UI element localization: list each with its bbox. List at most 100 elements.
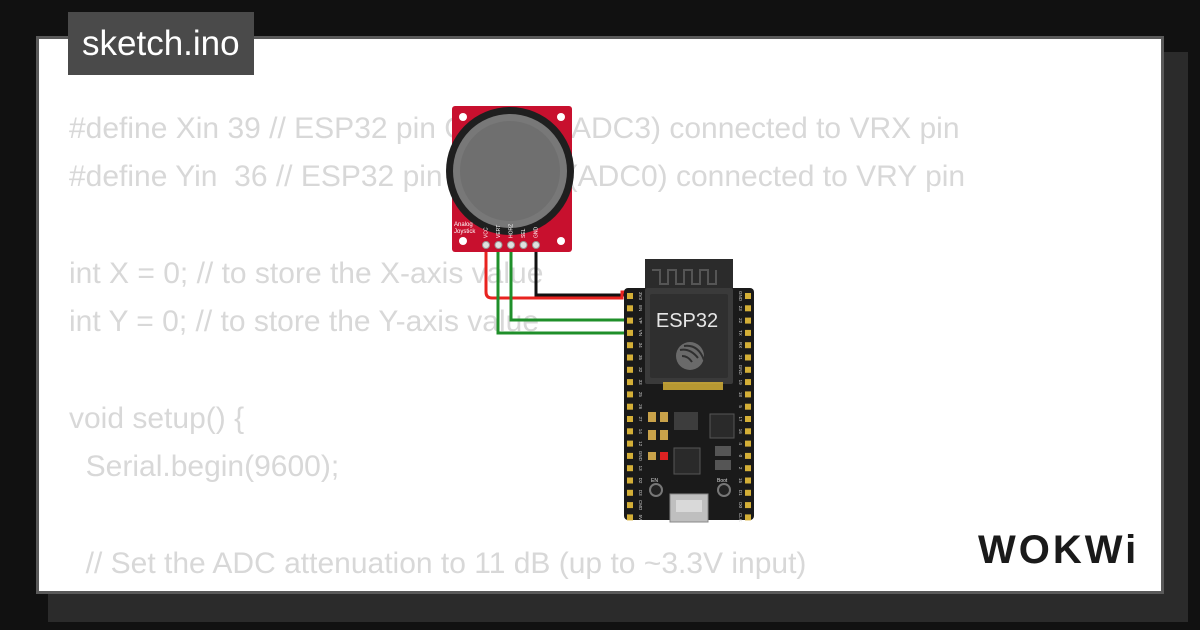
smd-component [715, 446, 731, 456]
esp32-pin-gnd[interactable] [745, 366, 751, 373]
esp32-pin-label: 5V [638, 515, 643, 521]
esp32-pin-tx[interactable] [745, 329, 751, 336]
esp32-pin-label: 17 [738, 416, 743, 422]
esp32-pin-label: EN [638, 305, 643, 311]
esp32-pin-label: 34 [638, 343, 643, 349]
esp32-pin-cmd[interactable] [627, 502, 633, 509]
esp32-pin-label: 18 [738, 392, 743, 398]
wire-gnd[interactable] [534, 245, 637, 297]
joystick-label-1: Analog [454, 222, 473, 228]
esp32-pin-13[interactable] [627, 465, 633, 472]
esp32-pin-clk[interactable] [745, 514, 751, 521]
esp32-pin-label: 19 [738, 380, 743, 386]
esp32-pin-25[interactable] [627, 391, 633, 398]
wire-vcc[interactable] [484, 245, 637, 300]
esp32-pin-23[interactable] [745, 305, 751, 312]
esp32-pin-label: VN [638, 330, 643, 336]
joystick-pin-vert[interactable] [494, 241, 503, 249]
boot-button-label: Boot [717, 478, 728, 484]
esp32-pin-label: 13 [638, 466, 643, 472]
sketch-filename-tab[interactable]: sketch.ino [68, 12, 254, 75]
esp32-pin-27[interactable] [627, 416, 633, 422]
esp32-pin-26[interactable] [627, 403, 633, 410]
esp32-pin-18[interactable] [745, 391, 751, 398]
esp32-pin-label: GND [738, 365, 743, 376]
esp32-pin-5v[interactable] [627, 514, 633, 521]
joystick-pin-label: VERT [496, 225, 502, 238]
esp32-pin-34[interactable] [627, 342, 633, 349]
esp32-pin-label: 15 [738, 478, 743, 484]
esp32-pin-4[interactable] [745, 440, 751, 447]
esp32-pin-vp[interactable] [627, 317, 633, 324]
esp32-pin-16[interactable] [745, 428, 751, 435]
esp32-pin-label: 12 [638, 441, 643, 447]
esp32-pin-label: 5 [738, 405, 743, 408]
joystick-pin-gnd[interactable] [532, 241, 540, 249]
esp32-pin-label: GND [738, 291, 743, 302]
esp32-pin-label: CLK [738, 513, 743, 522]
joystick-label-2: Joystick [454, 229, 476, 235]
esp32-pin-label: 21 [738, 355, 743, 361]
esp32-pin-label: TX [738, 330, 743, 336]
regulator-chip [674, 412, 698, 430]
esp32-pin-19[interactable] [745, 379, 751, 386]
esp32-pin-35[interactable] [627, 354, 633, 361]
esp32-pin-label: 23 [738, 306, 743, 312]
esp32-pin-label: D1 [738, 490, 743, 496]
joystick-pin-label: SEL [521, 228, 527, 238]
mount-hole [557, 113, 565, 121]
joystick-pin-sel[interactable] [519, 241, 528, 249]
esp32-pin-22[interactable] [745, 317, 751, 324]
esp32-pin-label: D0 [738, 502, 743, 508]
joystick-pin-horz[interactable] [507, 241, 515, 249]
wire-horz[interactable] [509, 245, 637, 322]
esp32-pin-3v3[interactable] [627, 293, 633, 299]
esp32-pin-label: CMD [638, 500, 643, 511]
boot-button[interactable] [717, 483, 731, 497]
esp32-pin-d1[interactable] [745, 489, 751, 496]
esp32-pin-12[interactable] [627, 440, 633, 447]
code-line: void setup() { [69, 401, 245, 435]
esp32-pin-gnd[interactable] [627, 452, 633, 459]
esp32-pin-vn[interactable] [627, 329, 633, 336]
wire-vert[interactable] [496, 245, 637, 335]
espressif-logo-icon [676, 342, 705, 370]
esp32-pin-label: 26 [638, 404, 643, 410]
esp32-pin-14[interactable] [627, 428, 633, 435]
esp32-pin-label: VP [638, 318, 643, 324]
esp32-pin-en[interactable] [627, 305, 633, 312]
esp32-devkit[interactable]: ESP32 EN Boot 3V3ENVPVN34353233252627141… [624, 259, 754, 523]
joystick-knob-top [460, 121, 560, 221]
mount-hole [557, 237, 565, 245]
esp32-pin-label: 32 [638, 367, 643, 373]
joystick-pin-vcc[interactable] [482, 241, 490, 249]
joystick-pin-label: VCC [484, 227, 490, 238]
esp32-pin-d3[interactable] [627, 489, 633, 496]
en-button[interactable] [649, 483, 663, 497]
esp32-pin-rx[interactable] [745, 342, 751, 349]
esp32-pin-5[interactable] [745, 403, 751, 410]
smd-component [715, 460, 731, 470]
esp32-pin-label: D3 [638, 490, 643, 496]
esp32-pin-17[interactable] [745, 416, 751, 422]
code-line: int X = 0; // to store the X-axis value [69, 256, 544, 290]
esp32-pin-2[interactable] [745, 465, 751, 472]
esp32-pin-gnd[interactable] [745, 293, 751, 299]
esp32-pin-d2[interactable] [627, 477, 633, 484]
esp32-pin-label: 35 [638, 355, 643, 361]
smd-component [648, 452, 656, 460]
module-pads [663, 382, 723, 390]
esp32-pin-0[interactable] [745, 452, 751, 459]
esp32-pin-33[interactable] [627, 379, 633, 386]
esp32-pin-32[interactable] [627, 366, 633, 373]
preview-card: #define Xin 39 // ESP32 pin GPIO39 (ADC3… [36, 36, 1164, 594]
esp32-pin-label: D2 [638, 478, 643, 484]
usb-port-inner [676, 500, 702, 512]
esp32-pin-21[interactable] [745, 354, 751, 361]
esp32-pin-label: 33 [638, 380, 643, 386]
esp32-pin-15[interactable] [745, 477, 751, 484]
esp32-pin-d0[interactable] [745, 502, 751, 509]
